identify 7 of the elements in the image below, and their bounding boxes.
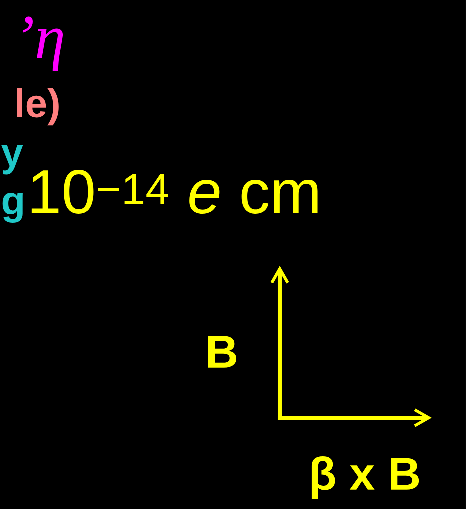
formula-fragment: ’η (23, 16, 64, 72)
text-fragment: y (2, 145, 24, 175)
text-fragment: le) (17, 88, 59, 126)
text-fragment: g (2, 193, 23, 223)
axis-label: B (208, 336, 237, 368)
value-label: 10$^{−14}$ e cm (32, 170, 318, 214)
axis-label: β x B (312, 456, 420, 500)
